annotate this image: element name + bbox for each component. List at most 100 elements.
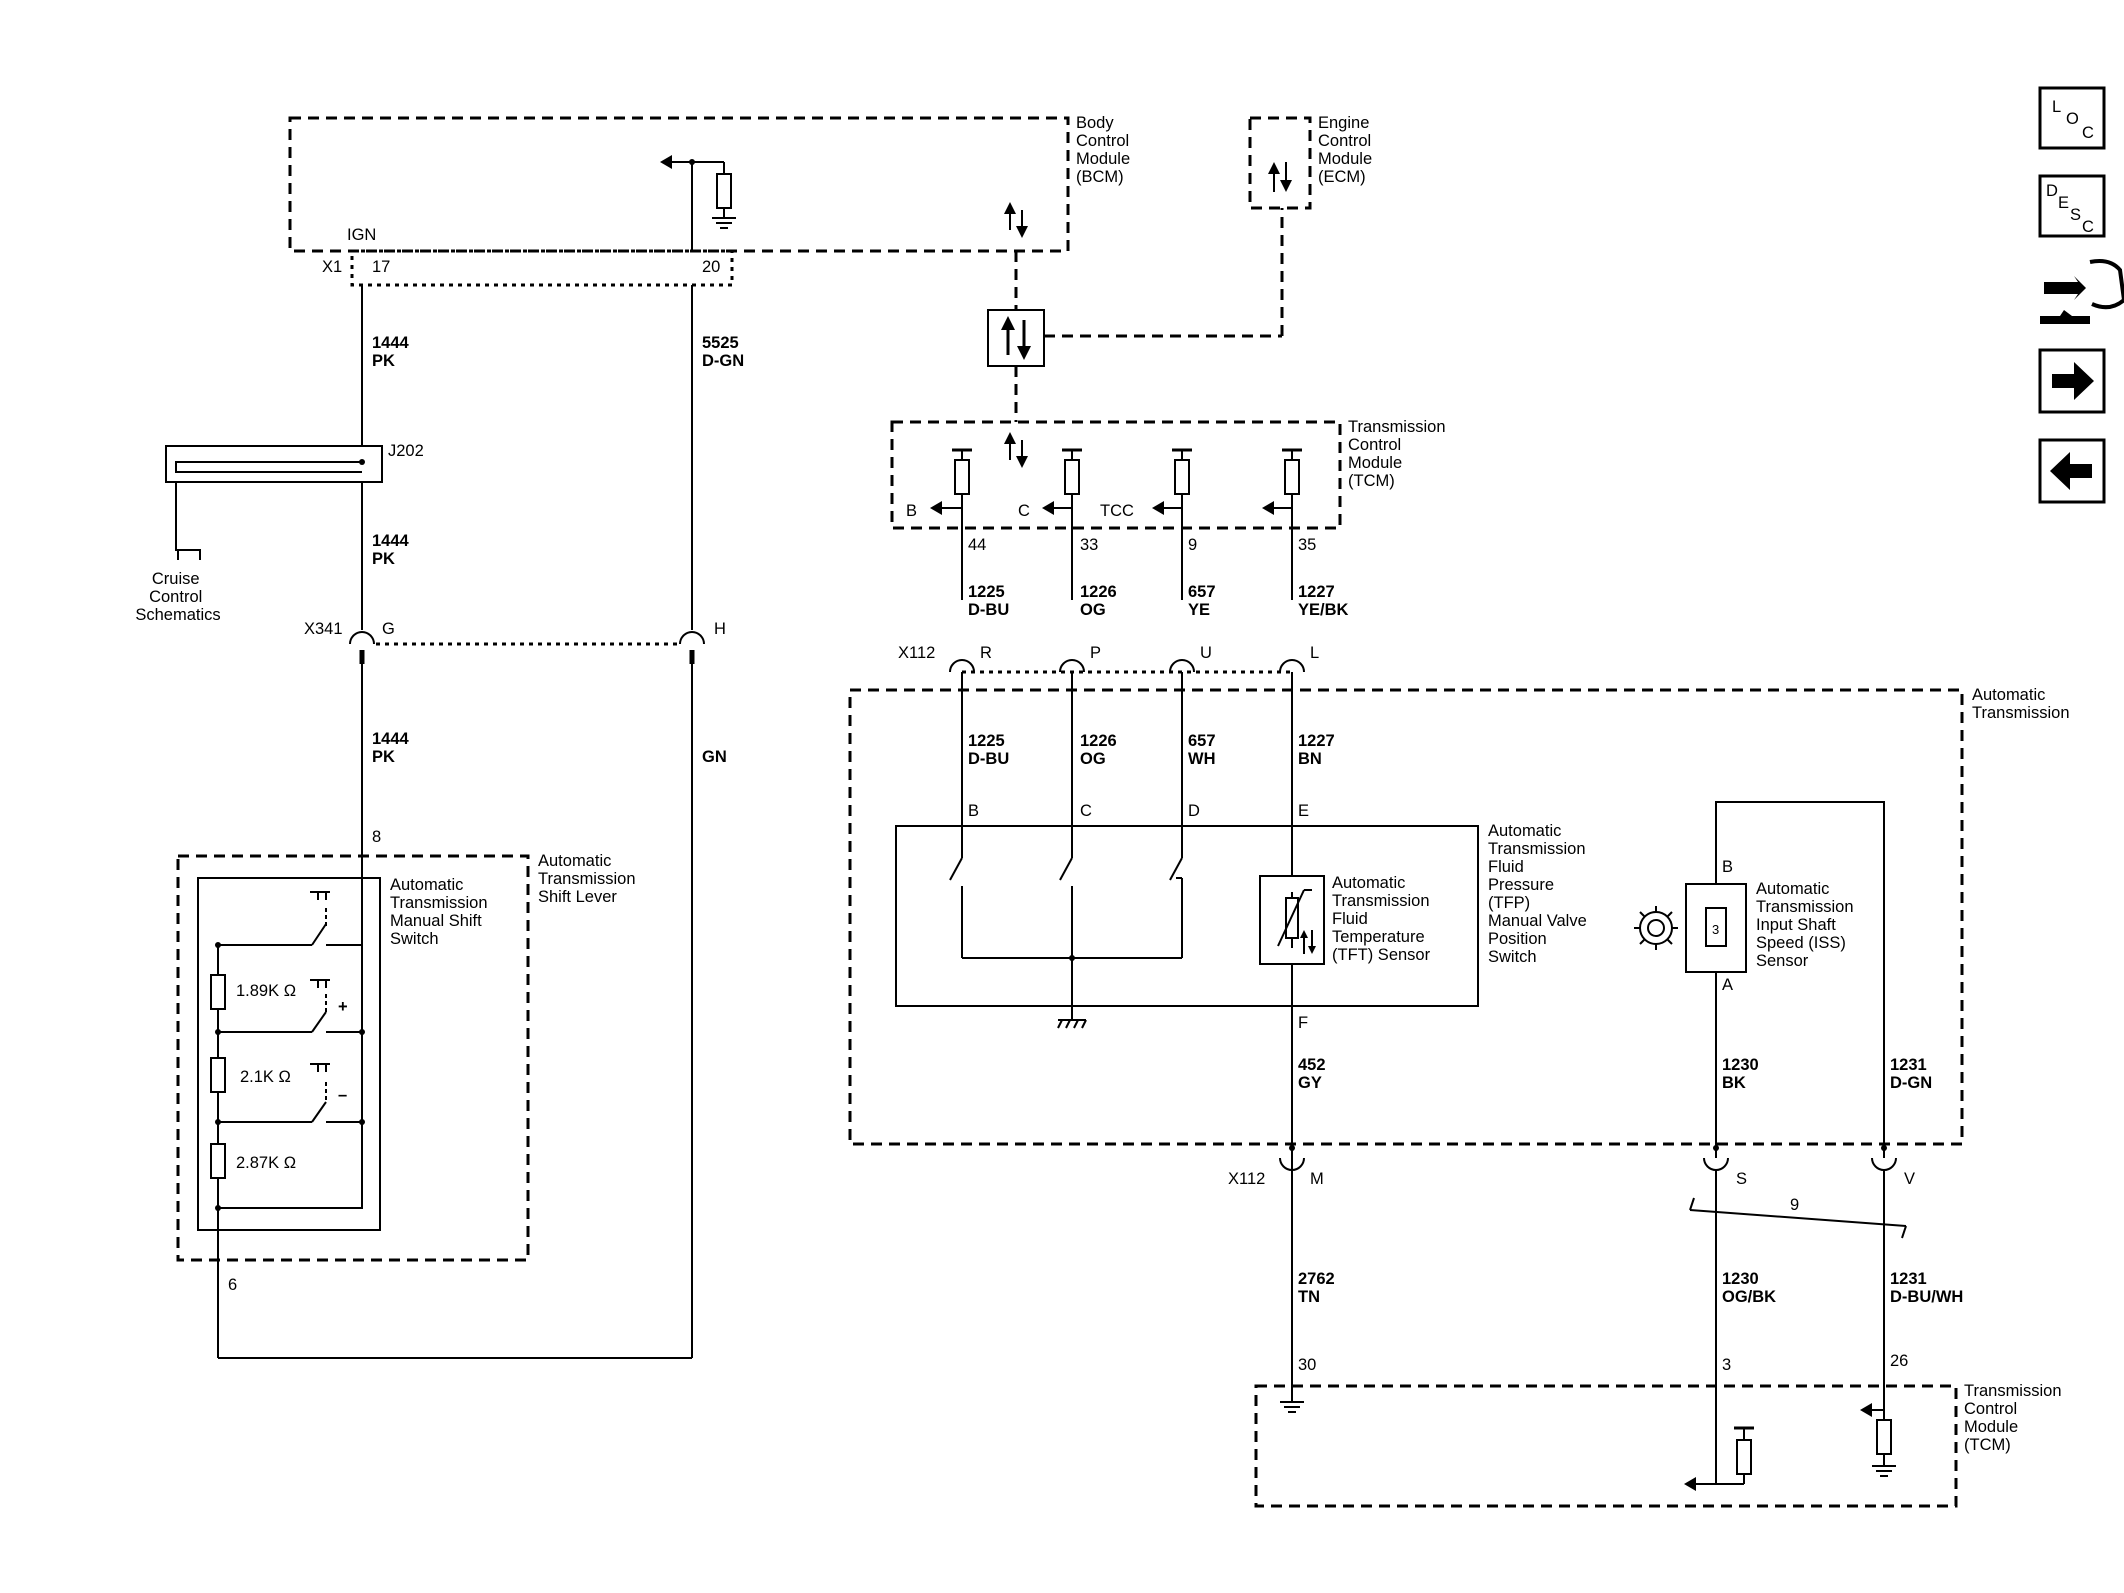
shift-lever-module: Automatic Transmission Shift Lever Autom… — [176, 852, 636, 1262]
previous-arrow-button[interactable] — [2038, 438, 2106, 504]
tcm-data-arrows-icon — [1004, 432, 1028, 468]
svg-text:S: S — [2070, 206, 2081, 224]
tcm-c-label: C — [1018, 502, 1030, 520]
iss-sensor: 3 B A Automatic Transmission Input Shaft… — [1634, 801, 1885, 1144]
auto-trans-label: Automatic Transmission — [1972, 686, 2070, 722]
svg-text:R: R — [980, 644, 992, 662]
svg-text:X112: X112 — [898, 644, 935, 662]
tcm-b-label: B — [906, 502, 917, 520]
tcm-bottom-label: Transmission Control Module (TCM) — [1964, 1382, 2066, 1454]
connector-tool-icon[interactable] — [2040, 259, 2124, 324]
svg-text:U: U — [1200, 644, 1212, 662]
automatic-transmission-module: Automatic Transmission — [848, 686, 2070, 1146]
ecm-label: Engine Control Module (ECM) — [1318, 114, 1377, 186]
cruise-control-label: Cruise Control Schematics — [135, 570, 220, 624]
pin-sw-f: F — [1298, 1014, 1308, 1032]
pin-tcm-3: 3 — [1722, 1356, 1731, 1374]
tcm-bottom-module: Transmission Control Module (TCM) — [1254, 1382, 2066, 1508]
data-link-splice — [987, 309, 1045, 367]
resistor-r2: 2.1K Ω — [240, 1068, 291, 1086]
svg-text:P: P — [1090, 644, 1101, 662]
plus-switch-sign: + — [338, 998, 348, 1016]
pin-bcm-20: 20 — [702, 258, 720, 276]
svg-text:L: L — [2052, 98, 2061, 116]
pin-tcm-9: 9 — [1188, 536, 1197, 554]
svg-text:C: C — [2082, 218, 2094, 236]
wire-gn: GN — [702, 748, 727, 766]
tfp-switch-assembly: Automatic Transmission Fluid Pressure (T… — [895, 822, 1591, 1029]
ign-label: IGN — [347, 226, 376, 244]
next-arrow-button[interactable] — [2038, 348, 2106, 414]
x1-label: X1 — [322, 258, 342, 276]
minus-switch-sign: – — [338, 1086, 347, 1104]
svg-text:X341: X341 — [304, 620, 343, 638]
svg-text:L: L — [1310, 644, 1319, 662]
svg-text:M: M — [1310, 1170, 1324, 1188]
tft-sensor-label: Automatic Transmission Fluid Temperature… — [1332, 874, 1434, 964]
pin-iss-b: B — [1722, 858, 1733, 876]
tcm-top-module: Transmission Control Module (TCM) — [890, 418, 1450, 600]
pin-iss-a: A — [1722, 976, 1733, 994]
pin-sw-d: D — [1188, 802, 1200, 820]
tfp-switch-label: Automatic Transmission Fluid Pressure (T… — [1488, 822, 1591, 966]
pin-lever-6: 6 — [228, 1276, 237, 1294]
resistor-r1: 1.89K Ω — [236, 982, 296, 1000]
svg-text:G: G — [382, 620, 395, 638]
serial-data-bus — [987, 208, 1284, 422]
svg-text:C: C — [2082, 124, 2094, 142]
ecm-module: Engine Control Module (ECM) — [1248, 114, 1377, 210]
pin-tcm-44: 44 — [968, 536, 986, 554]
svg-text:9: 9 — [1790, 1196, 1799, 1214]
tcm-pullup-tcc — [1152, 448, 1192, 600]
twisted-pair-marker: 9 — [1689, 1196, 1907, 1239]
pin-sw-c: C — [1080, 802, 1092, 820]
svg-text:J202: J202 — [388, 442, 424, 460]
svg-text:D: D — [2046, 182, 2058, 200]
x112-top-connector: X112 R P U L — [898, 644, 1319, 674]
pin-tcm-30: 30 — [1298, 1356, 1316, 1374]
tcm-tcc-label: TCC — [1100, 502, 1134, 520]
ecm-data-arrows-icon — [1268, 162, 1292, 192]
pin-lever-8: 8 — [372, 828, 381, 846]
pin-tcm-35: 35 — [1298, 536, 1316, 554]
svg-text:H: H — [714, 620, 726, 638]
iss-sensor-label: Automatic Transmission Input Shaft Speed… — [1756, 880, 1858, 970]
desc-button[interactable]: D E S C — [2038, 174, 2106, 238]
pin-tcm-33: 33 — [1080, 536, 1098, 554]
svg-text:S: S — [1736, 1170, 1747, 1188]
bcm-module: Body Control Module (BCM) IGN X1 17 20 — [288, 114, 1135, 287]
pin-bcm-17: 17 — [372, 258, 390, 276]
loc-button[interactable]: L O C — [2038, 86, 2106, 150]
bcm-pullup-resistor — [716, 173, 732, 209]
svg-text:X112: X112 — [1228, 1170, 1265, 1188]
bcm-data-arrows-icon — [1004, 202, 1028, 238]
j202-splice-pack: J202 Cruise Control Schematics — [135, 442, 423, 624]
pin-tcm-26: 26 — [1890, 1352, 1908, 1370]
tcm-pullup-d — [1262, 448, 1302, 600]
svg-text:O: O — [2066, 110, 2079, 128]
bcm-label: Body Control Module (BCM) — [1076, 114, 1135, 186]
tcm-top-label: Transmission Control Module (TCM) — [1348, 418, 1450, 490]
tcm-pullup-c — [1042, 448, 1082, 600]
pin-sw-e: E — [1298, 802, 1309, 820]
x341-connector: X341 G H — [304, 620, 726, 664]
resistor-r3: 2.87K Ω — [236, 1154, 296, 1172]
